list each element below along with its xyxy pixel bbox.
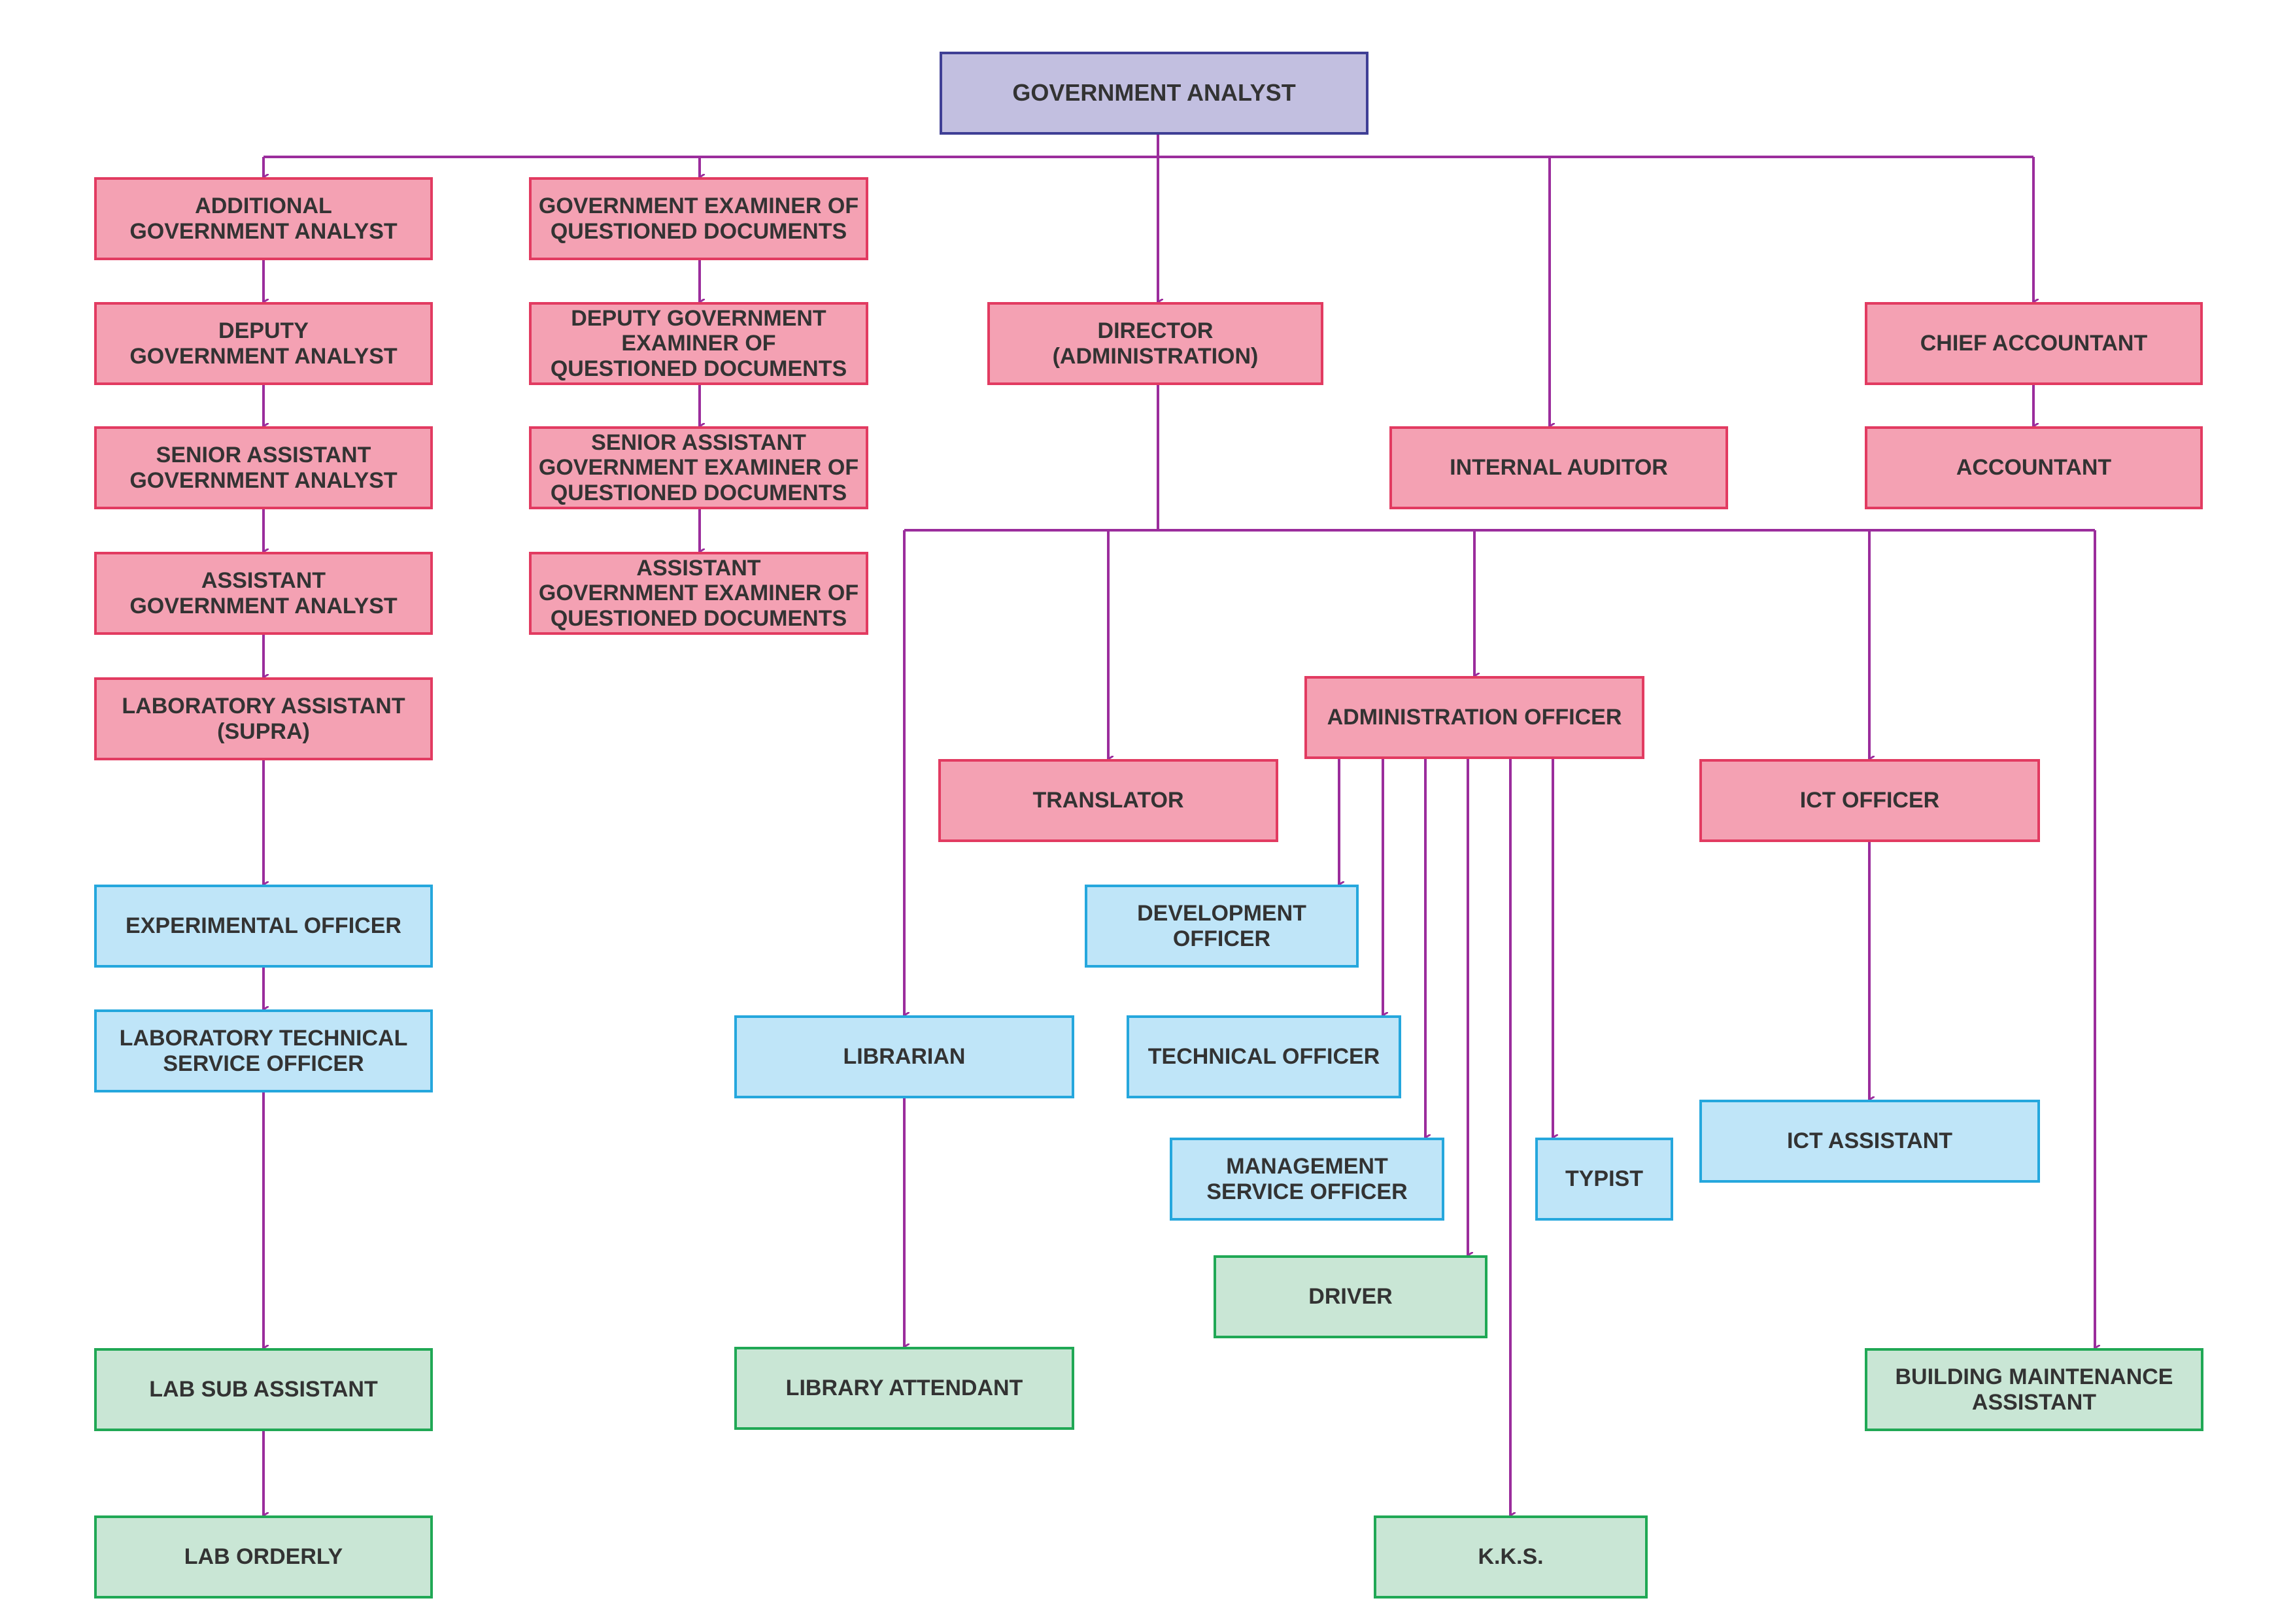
node-driver: DRIVER [1214,1255,1488,1338]
node-deputy-government-examiner-qd: DEPUTY GOVERNMENT EXAMINER OF QUESTIONED… [529,302,868,385]
node-technical-officer: TECHNICAL OFFICER [1127,1015,1401,1098]
node-chief-accountant: CHIEF ACCOUNTANT [1865,302,2203,385]
node-lab-orderly: LAB ORDERLY [94,1515,433,1599]
node-internal-auditor: INTERNAL AUDITOR [1389,426,1728,509]
node-senior-assistant-government-examiner-qd: SENIOR ASSISTANT GOVERNMENT EXAMINER OF … [529,426,868,509]
node-management-service-officer: MANAGEMENT SERVICE OFFICER [1170,1138,1444,1221]
node-ict-officer: ICT OFFICER [1699,759,2040,842]
node-lab-sub-assistant: LAB SUB ASSISTANT [94,1348,433,1431]
node-assistant-government-examiner-qd: ASSISTANT GOVERNMENT EXAMINER OF QUESTIO… [529,552,868,635]
node-ict-assistant: ICT ASSISTANT [1699,1100,2040,1183]
node-government-examiner-qd: GOVERNMENT EXAMINER OF QUESTIONED DOCUME… [529,177,868,260]
node-administration-officer: ADMINISTRATION OFFICER [1304,676,1644,759]
node-development-officer: DEVELOPMENT OFFICER [1085,885,1359,968]
node-building-maintenance-assistant: BUILDING MAINTENANCE ASSISTANT [1865,1348,2203,1431]
node-accountant: ACCOUNTANT [1865,426,2203,509]
node-experimental-officer: EXPERIMENTAL OFFICER [94,885,433,968]
node-laboratory-assistant-supra: LABORATORY ASSISTANT (SUPRA) [94,677,433,760]
node-typist: TYPIST [1535,1138,1673,1221]
node-additional-government-analyst: ADDITIONAL GOVERNMENT ANALYST [94,177,433,260]
node-kks: K.K.S. [1374,1515,1648,1599]
node-translator: TRANSLATOR [938,759,1278,842]
node-deputy-government-analyst: DEPUTY GOVERNMENT ANALYST [94,302,433,385]
node-library-attendant: LIBRARY ATTENDANT [734,1347,1074,1430]
node-laboratory-technical-service-officer: LABORATORY TECHNICAL SERVICE OFFICER [94,1009,433,1092]
node-librarian: LIBRARIAN [734,1015,1074,1098]
node-government-analyst: GOVERNMENT ANALYST [940,52,1368,135]
node-director-administration: DIRECTOR (ADMINISTRATION) [987,302,1323,385]
node-senior-assistant-government-analyst: SENIOR ASSISTANT GOVERNMENT ANALYST [94,426,433,509]
node-assistant-government-analyst: ASSISTANT GOVERNMENT ANALYST [94,552,433,635]
